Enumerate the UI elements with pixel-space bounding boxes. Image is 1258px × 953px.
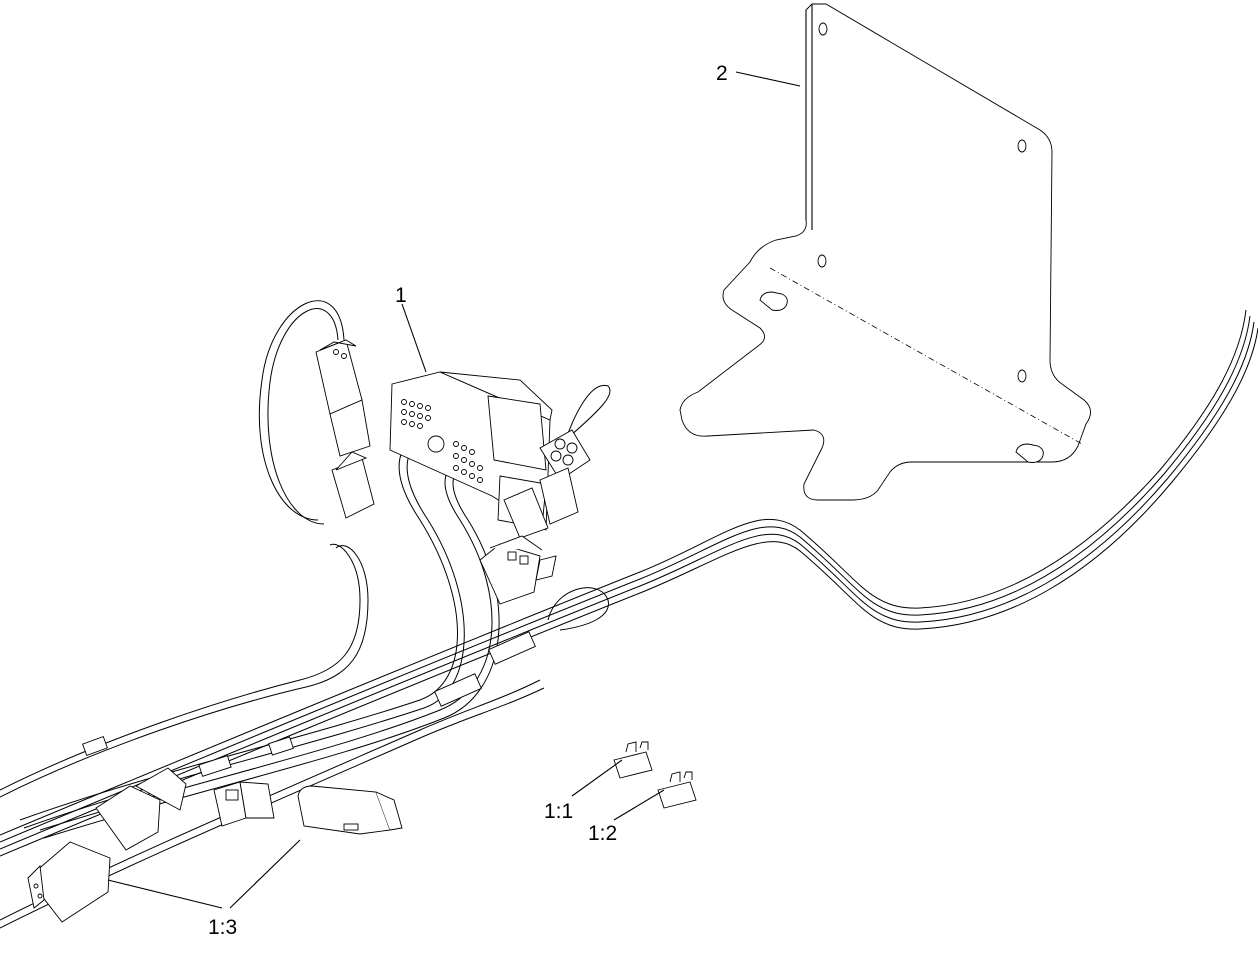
lower-left-connectors <box>27 767 275 923</box>
callout-fuse-2: 1:2 <box>588 822 617 845</box>
wire-sleeves <box>82 631 536 777</box>
right-round-connector <box>503 429 591 539</box>
connector-pin-grid <box>401 399 483 483</box>
callout-bracket: 2 <box>716 62 728 85</box>
fuse-1 <box>613 741 653 779</box>
callout-connector-caps: 1:3 <box>208 916 237 939</box>
main-connector <box>389 371 553 531</box>
mounting-bracket <box>679 3 1091 501</box>
leader-lines <box>107 71 801 909</box>
left-loop-connector <box>315 339 375 519</box>
leader-fuse-2 <box>613 789 665 821</box>
mid-connector <box>479 535 557 605</box>
leader-fuse-1 <box>571 759 623 797</box>
callout-fuse-1: 1:1 <box>544 800 573 823</box>
connector-cap <box>297 785 403 835</box>
leader-bracket <box>735 71 801 87</box>
callout-harness: 1 <box>395 284 407 307</box>
fuse-2 <box>657 771 697 809</box>
leader-harness <box>401 303 427 373</box>
leader-cap-right <box>229 839 301 909</box>
leader-cap-left <box>107 879 223 909</box>
